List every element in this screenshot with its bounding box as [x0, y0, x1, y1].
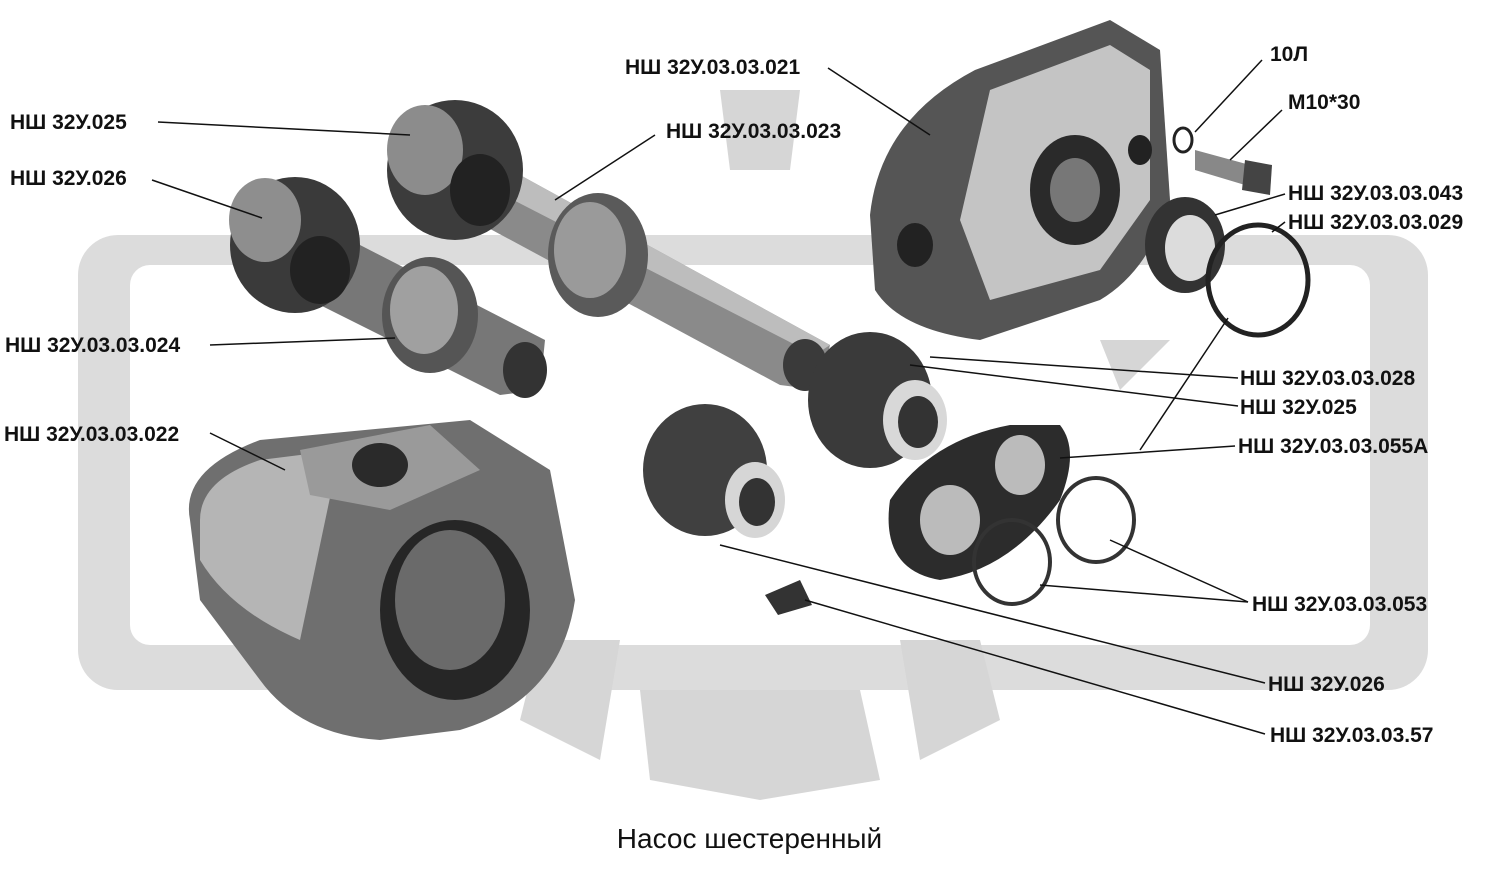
bushing-lower	[643, 404, 785, 538]
diagram-caption: Насос шестеренный	[616, 823, 883, 854]
circlip	[1205, 222, 1311, 338]
label-nsh-32u-03-03-021: НШ 32У.03.03.021	[625, 56, 801, 79]
label-nsh-32u-03-03-029: НШ 32У.03.03.029	[1288, 211, 1464, 234]
bushing-right	[808, 332, 947, 468]
o-rings	[972, 476, 1136, 606]
label-10l: 10Л	[1270, 43, 1309, 66]
leader-lines	[151, 59, 1286, 735]
label-nsh-32u-026-left: НШ 32У.026	[10, 167, 127, 190]
driven-gear	[382, 257, 478, 373]
small-pin	[765, 580, 812, 615]
label-m10x30: М10*30	[1288, 91, 1361, 114]
drive-gear	[548, 193, 648, 317]
gasket-plate	[888, 425, 1070, 580]
label-nsh-32u-03-03-57: НШ 32У.03.03.57	[1270, 724, 1434, 747]
label-nsh-32u-03-03-022: НШ 32У.03.03.022	[4, 423, 180, 446]
label-nsh-32u-026-right: НШ 32У.026	[1268, 673, 1385, 696]
bushing-upper	[387, 100, 523, 240]
washer-10l	[1172, 126, 1194, 154]
label-nsh-32u-03-03-055a: НШ 32У.03.03.055А	[1238, 435, 1429, 458]
pump-housing	[188, 420, 575, 740]
label-nsh-32u-03-03-053: НШ 32У.03.03.053	[1252, 593, 1428, 616]
bolt-m10x30	[1195, 150, 1272, 195]
label-nsh-32u-03-03-023: НШ 32У.03.03.023	[666, 120, 842, 143]
label-nsh-32u-025-right: НШ 32У.025	[1240, 396, 1357, 419]
bushing-left	[229, 177, 360, 313]
label-nsh-32u-03-03-028: НШ 32У.03.03.028	[1240, 367, 1416, 390]
label-nsh-32u-025-upper: НШ 32У.025	[10, 111, 127, 134]
label-nsh-32u-03-03-043: НШ 32У.03.03.043	[1288, 182, 1464, 205]
oil-seal	[1145, 197, 1225, 293]
pump-cover	[870, 20, 1170, 340]
label-nsh-32u-03-03-024: НШ 32У.03.03.024	[5, 334, 181, 357]
